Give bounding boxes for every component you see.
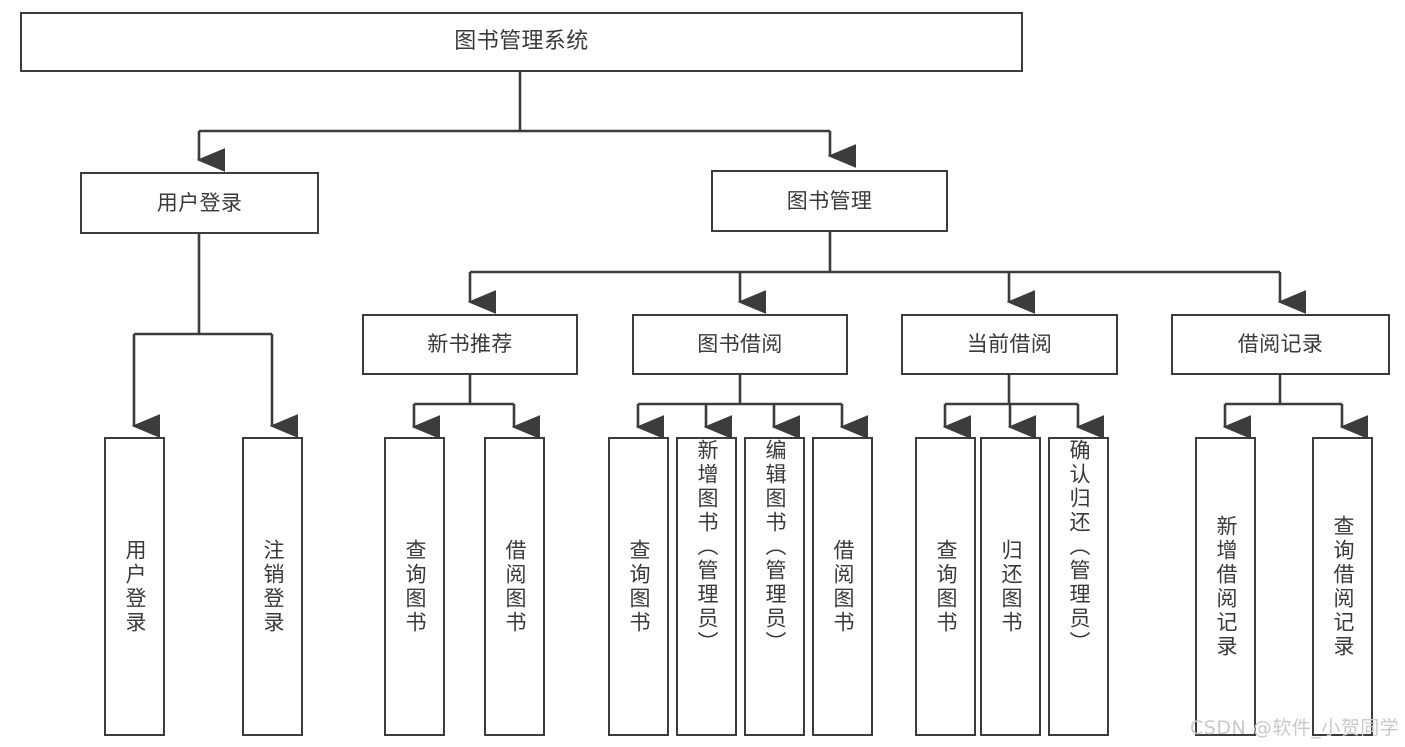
node-new-book-recommend-label: 新书推荐 [427, 332, 513, 357]
node-leaf-edit-book-label: 编辑图书（管理员） [763, 439, 787, 655]
node-leaf-confirm-return-label: 确认归还（管理员） [1067, 439, 1091, 655]
node-leaf-add-book-label: 新增图书（管理员） [695, 439, 719, 655]
node-root-book-management-system[interactable]: 图书管理系统 [20, 12, 1023, 72]
node-leaf-add-record-label: 新增借阅记录 [1214, 514, 1238, 659]
node-leaf-query-book-2-label: 查询图书 [627, 538, 651, 635]
node-leaf-add-record[interactable]: 新增借阅记录 [1195, 437, 1256, 736]
node-leaf-borrow-book-1[interactable]: 借阅图书 [484, 437, 545, 736]
node-leaf-add-book[interactable]: 新增图书（管理员） [676, 437, 737, 736]
node-new-book-recommend[interactable]: 新书推荐 [362, 314, 578, 375]
node-leaf-query-book-3-label: 查询图书 [934, 538, 958, 635]
node-book-borrow[interactable]: 图书借阅 [632, 314, 848, 375]
node-leaf-user-login-label: 用户登录 [123, 538, 147, 635]
node-leaf-logout-login[interactable]: 注销登录 [242, 437, 303, 736]
node-leaf-borrow-book-1-label: 借阅图书 [503, 538, 527, 635]
node-borrow-record[interactable]: 借阅记录 [1171, 314, 1390, 375]
node-book-management-label: 图书管理 [786, 188, 873, 213]
node-leaf-query-book-1-label: 查询图书 [403, 538, 427, 635]
node-leaf-query-book-2[interactable]: 查询图书 [608, 437, 669, 736]
node-book-borrow-label: 图书借阅 [697, 332, 783, 357]
node-leaf-borrow-book-2-label: 借阅图书 [831, 538, 855, 635]
node-leaf-query-record-label: 查询借阅记录 [1331, 514, 1355, 659]
node-user-login[interactable]: 用户登录 [80, 172, 319, 234]
node-leaf-edit-book[interactable]: 编辑图书（管理员） [744, 437, 805, 736]
csdn-watermark: CSDN @软件_小贺同学 [1190, 717, 1400, 739]
node-leaf-logout-login-label: 注销登录 [261, 538, 285, 635]
node-book-management[interactable]: 图书管理 [711, 170, 948, 232]
node-leaf-return-book[interactable]: 归还图书 [980, 437, 1041, 736]
node-leaf-query-record[interactable]: 查询借阅记录 [1312, 437, 1373, 736]
node-leaf-user-login[interactable]: 用户登录 [104, 437, 165, 736]
node-current-borrow-label: 当前借阅 [966, 332, 1053, 357]
node-leaf-borrow-book-2[interactable]: 借阅图书 [812, 437, 873, 736]
node-leaf-query-book-1[interactable]: 查询图书 [384, 437, 445, 736]
node-leaf-query-book-3[interactable]: 查询图书 [915, 437, 976, 736]
node-borrow-record-label: 借阅记录 [1237, 332, 1324, 357]
node-user-login-label: 用户登录 [156, 190, 243, 215]
node-current-borrow[interactable]: 当前借阅 [901, 314, 1118, 375]
node-leaf-return-book-label: 归还图书 [999, 538, 1023, 635]
node-root-label: 图书管理系统 [454, 29, 589, 55]
node-leaf-confirm-return[interactable]: 确认归还（管理员） [1048, 437, 1109, 736]
